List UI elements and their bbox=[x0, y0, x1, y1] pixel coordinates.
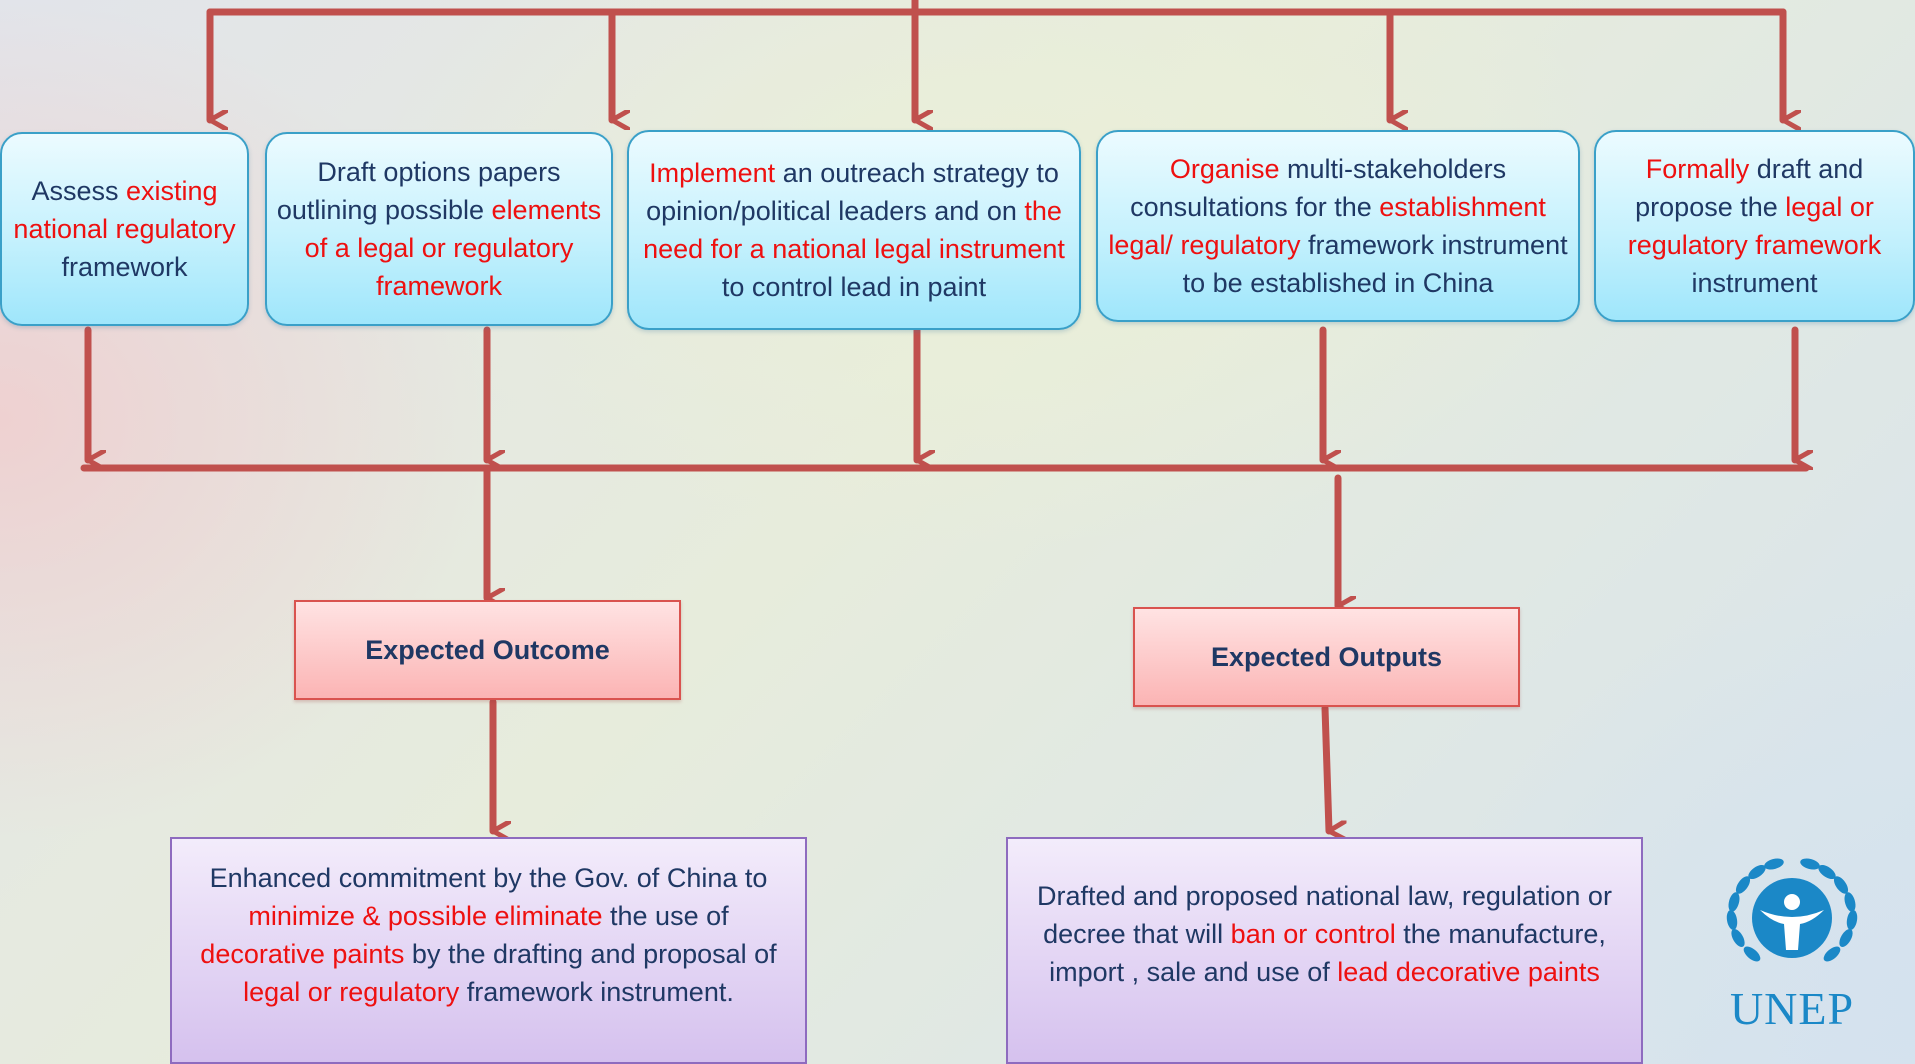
highlighted-text-segment: Formally bbox=[1645, 154, 1750, 184]
activity-formally-draft-text: Formally draft and propose the legal or … bbox=[1604, 150, 1905, 302]
outcome-result-box: Enhanced commitment by the Gov. of China… bbox=[170, 837, 807, 1064]
unep-logo: UNEP bbox=[1712, 850, 1872, 1035]
activity-draft-options-text: Draft options papers outlining possible … bbox=[275, 153, 603, 305]
unep-logo-text: UNEP bbox=[1729, 983, 1855, 1034]
text-segment: framework instrument to be established i… bbox=[1182, 230, 1568, 298]
text-segment: Enhanced commitment by the Gov. of China… bbox=[209, 863, 768, 893]
highlighted-text-segment: existing national regulatory bbox=[13, 176, 236, 244]
activity-implement-text: Implement an outreach strategy to opinio… bbox=[637, 154, 1071, 306]
unep-wreath-logo-icon bbox=[1726, 858, 1858, 962]
text-segment: multi-stakeholders consultations for the bbox=[1130, 154, 1507, 222]
expected-outcome-box: Expected Outcome bbox=[294, 600, 681, 700]
highlighted-text-segment: minimize & possible eliminate bbox=[248, 901, 603, 931]
text-segment: Draft options papers outlining possible bbox=[276, 157, 561, 225]
highlighted-text-segment: elements of a legal or regulatory framew… bbox=[304, 195, 602, 301]
text-segment: framework bbox=[61, 252, 188, 282]
text-segment: an outreach strategy to opinion/politica… bbox=[646, 158, 1059, 226]
expected-outputs-box: Expected Outputs bbox=[1133, 607, 1520, 707]
activity-draft-options: Draft options papers outlining possible … bbox=[265, 132, 613, 326]
activity-organise-text: Organise multi-stakeholders consultation… bbox=[1106, 150, 1570, 302]
highlighted-text-segment: Implement bbox=[649, 158, 776, 188]
text-segment: instrument bbox=[1691, 268, 1818, 298]
activity-implement: Implement an outreach strategy to opinio… bbox=[627, 130, 1081, 330]
highlighted-text-segment: ban or control bbox=[1230, 919, 1396, 949]
outputs-result-text: Drafted and proposed national law, regul… bbox=[1026, 877, 1623, 991]
outputs-result-box: Drafted and proposed national law, regul… bbox=[1006, 837, 1643, 1064]
highlighted-text-segment: establishment legal/ regulatory bbox=[1108, 192, 1546, 260]
activity-formally-draft: Formally draft and propose the legal or … bbox=[1594, 130, 1915, 322]
expected-outcome-label: Expected Outcome bbox=[365, 634, 610, 665]
highlighted-text-segment: Organise bbox=[1169, 154, 1280, 184]
text-segment: the manufacture, import , sale and use o… bbox=[1049, 919, 1606, 987]
highlighted-text-segment: legal or regulatory bbox=[243, 977, 460, 1007]
highlighted-text-segment: lead decorative paints bbox=[1337, 957, 1600, 987]
highlighted-text-segment: decorative paints bbox=[200, 939, 405, 969]
activity-organise: Organise multi-stakeholders consultation… bbox=[1096, 130, 1580, 322]
text-segment: Drafted and proposed national law, regul… bbox=[1037, 881, 1612, 949]
arrow-to-outputs-result bbox=[1321, 704, 1329, 831]
highlighted-text-segment: legal or regulatory framework bbox=[1627, 192, 1882, 260]
text-segment: framework instrument. bbox=[459, 977, 734, 1007]
text-segment: by the drafting and proposal of bbox=[404, 939, 777, 969]
expected-outputs-label: Expected Outputs bbox=[1210, 641, 1443, 672]
text-segment: to control lead in paint bbox=[721, 272, 987, 302]
outcome-result-text: Enhanced commitment by the Gov. of China… bbox=[190, 859, 787, 1011]
text-segment: Assess bbox=[31, 176, 126, 206]
activity-assess-text: Assess existing national regulatory fram… bbox=[10, 172, 239, 286]
text-segment: the use of bbox=[602, 901, 729, 931]
text-segment: draft and propose the bbox=[1635, 154, 1864, 222]
highlighted-text-segment: the need for a national legal instrument bbox=[643, 196, 1065, 264]
activity-assess: Assess existing national regulatory fram… bbox=[0, 132, 249, 326]
